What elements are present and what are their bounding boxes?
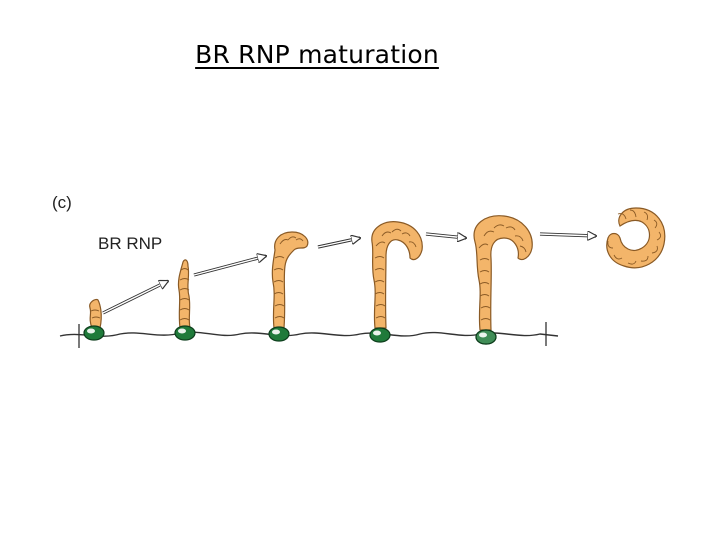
- rnp-label: BR RNP: [98, 234, 163, 253]
- polymerase-3: [268, 326, 290, 342]
- chromatin-fiber: [59, 322, 559, 348]
- polymerase-2: [174, 325, 196, 341]
- rnp-stage-3: [268, 231, 309, 342]
- polymerase-4: [369, 327, 391, 343]
- rnp-stage-5: [473, 215, 533, 345]
- polymerase-1: [83, 325, 105, 341]
- rnp-stage-4: [369, 221, 423, 343]
- rnp-stage-1: [83, 298, 105, 341]
- polymerase-5: [475, 329, 497, 345]
- panel-label: (c): [52, 193, 72, 212]
- rnp-released: [606, 207, 666, 269]
- rnp-stage-2: [174, 259, 196, 341]
- progression-arrows: [102, 234, 596, 315]
- slide-title: BR RNP maturation: [195, 40, 439, 69]
